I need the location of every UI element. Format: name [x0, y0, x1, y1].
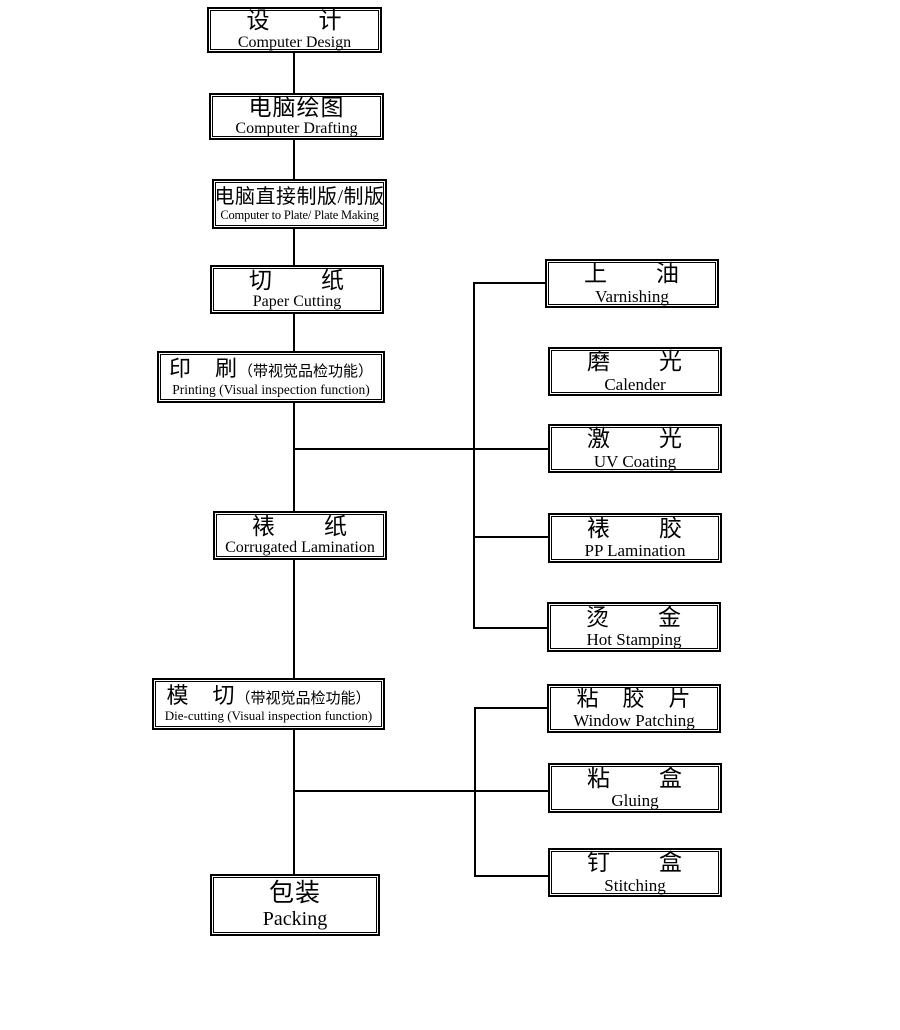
flow-node-gluing: 粘 盒 Gluing — [548, 763, 722, 813]
flow-node-pp-lamination: 裱 胶 PP Lamination — [548, 513, 722, 563]
main-flow-line-3 — [293, 229, 295, 265]
flow-node-en-label: Gluing — [611, 791, 659, 811]
flow-node-packing: 包装 Packing — [210, 874, 380, 936]
flow-node-corrugated-lamination: 裱 纸 Corrugated Lamination — [213, 511, 387, 560]
flow-node-hot-stamping: 烫 金 Hot Stamping — [547, 602, 721, 652]
flow-node-en-label: Computer to Plate/ Plate Making — [220, 208, 379, 223]
main-flow-line-7 — [293, 730, 295, 874]
branch-line-varnishing — [473, 282, 545, 284]
flow-node-zh-label: 电脑直接制版/制版 — [214, 185, 385, 208]
flow-node-zh-label: 烫 金 — [586, 604, 682, 630]
flow-node-zh-note: （带视觉品检功能） — [238, 364, 374, 381]
main-flow-line-1 — [293, 53, 295, 93]
flow-node-zh-label: 裱 胶 — [587, 515, 683, 541]
flow-node-en-label: Die-cutting (Visual inspection function) — [164, 708, 373, 724]
flow-node-zh-label: 包装 — [268, 879, 321, 907]
branch-trunk-upper — [473, 282, 475, 629]
flow-node-zh-label: 粘 盒 — [587, 765, 683, 791]
flow-node-zh-label: 上 油 — [584, 261, 680, 287]
flow-node-en-label: Varnishing — [595, 286, 669, 306]
branch-line-pp-lamination — [473, 536, 548, 538]
flow-node-zh-label: 粘 胶 片 — [576, 685, 692, 711]
flow-node-en-label: Hot Stamping — [586, 630, 682, 650]
flow-node-zh-label: 切 纸 — [249, 267, 345, 293]
flow-node-computer-to-plate: 电脑直接制版/制版 Computer to Plate/ Plate Makin… — [212, 179, 387, 229]
flow-node-en-label: Stitching — [604, 875, 666, 895]
flow-node-zh-label: 设 计 — [246, 8, 343, 34]
flow-node-en-label: Packing — [262, 907, 328, 930]
flow-node-window-patching: 粘 胶 片 Window Patching — [547, 684, 721, 733]
flow-node-computer-drafting: 电脑绘图 Computer Drafting — [209, 93, 384, 140]
flow-node-en-label: Computer Drafting — [235, 120, 358, 138]
flow-node-zh-label: 电脑绘图 — [248, 94, 345, 120]
branch-trunk-lower — [474, 707, 476, 877]
flow-node-en-label: Calender — [604, 374, 666, 394]
flow-node-computer-design: 设 计 Computer Design — [207, 7, 382, 53]
flow-node-paper-cutting: 切 纸 Paper Cutting — [210, 265, 384, 314]
main-flow-line-6 — [293, 560, 295, 678]
main-flow-line-4 — [293, 314, 295, 351]
flow-node-die-cutting: 模 切（带视觉品检功能） Die-cutting (Visual inspect… — [152, 678, 385, 730]
flow-node-uv-coating: 激 光 UV Coating — [548, 424, 722, 473]
flow-node-printing: 印 刷（带视觉品检功能） Printing (Visual inspection… — [157, 351, 385, 403]
branch-line-stitching — [474, 875, 548, 877]
flow-node-calender: 磨 光 Calender — [548, 347, 722, 396]
flow-node-en-label: Printing (Visual inspection function) — [172, 381, 370, 397]
flow-node-stitching: 钉 盒 Stitching — [548, 848, 722, 897]
flow-node-zh-label: 模 切（带视觉品检功能） — [166, 683, 371, 709]
branch-line-gluing — [293, 790, 548, 792]
flow-node-zh-label: 磨 光 — [587, 349, 683, 375]
flow-node-en-label: UV Coating — [593, 451, 677, 471]
branch-line-hot-stamping — [473, 627, 547, 629]
main-flow-line-2 — [293, 140, 295, 179]
flow-node-zh-note: （带视觉品检功能） — [235, 691, 371, 708]
branch-line-window-patching — [474, 707, 547, 709]
flow-node-zh-label: 钉 盒 — [587, 850, 683, 876]
main-flow-line-5 — [293, 403, 295, 511]
branch-line-uv-coating — [293, 448, 548, 450]
flow-node-varnishing: 上 油 Varnishing — [545, 259, 719, 308]
flow-node-zh-label: 裱 纸 — [252, 513, 348, 539]
flow-node-en-label: Corrugated Lamination — [225, 539, 375, 557]
flow-node-en-label: Paper Cutting — [252, 293, 342, 311]
flow-node-zh-label: 印 刷（带视觉品检功能） — [168, 356, 374, 382]
flow-node-zh-label: 激 光 — [587, 426, 683, 452]
flow-node-en-label: Computer Design — [237, 33, 352, 51]
flow-node-en-label: Window Patching — [573, 711, 695, 731]
flow-node-en-label: PP Lamination — [584, 541, 686, 561]
